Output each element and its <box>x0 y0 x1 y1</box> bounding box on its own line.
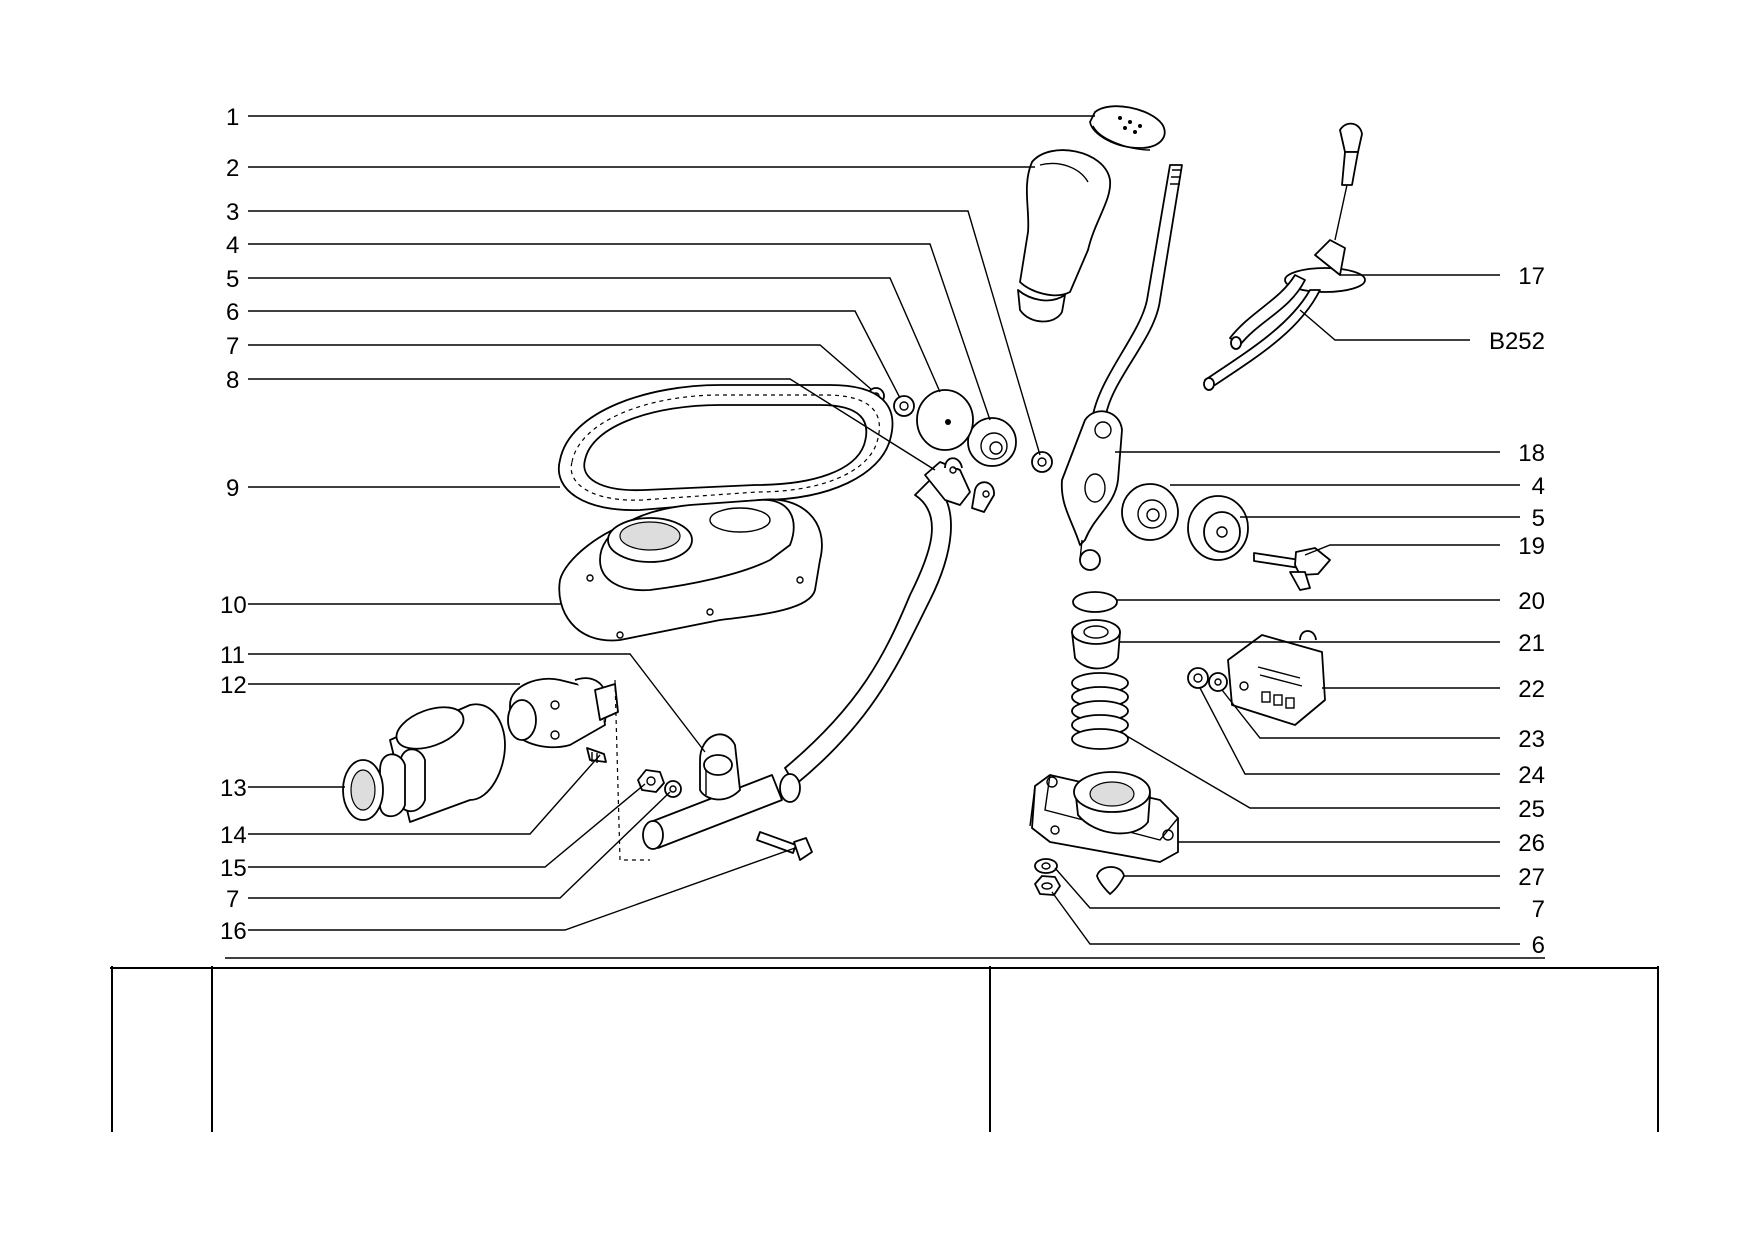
callout-label: 22 <box>1518 676 1545 703</box>
part-24-washer <box>1187 667 1209 689</box>
callout-label: 21 <box>1518 630 1545 657</box>
callout-label: 3 <box>226 199 239 226</box>
callout-label: 17 <box>1518 263 1545 290</box>
callout-label: 26 <box>1518 830 1545 857</box>
part-11-clamp <box>699 733 741 801</box>
callout-label: 9 <box>226 475 239 502</box>
callout-label: 18 <box>1518 440 1545 467</box>
part-1-knob-cap <box>1089 105 1166 151</box>
part-4-bushing-left <box>967 417 1017 467</box>
part-8-selector-rod <box>784 457 995 786</box>
part-12-coupling <box>507 677 619 749</box>
callout-label: 7 <box>226 886 239 913</box>
part-22-gate-plate <box>1227 630 1326 726</box>
callout-label: 4 <box>226 232 239 259</box>
callout-label: 6 <box>1532 932 1545 959</box>
callout-label: 8 <box>226 367 239 394</box>
callout-label: 4 <box>1532 473 1545 500</box>
callout-label: 6 <box>226 299 239 326</box>
part-25-spring <box>1071 672 1129 750</box>
leader-lines <box>248 115 1520 945</box>
left-callout-labels: 1 2 3 4 5 6 7 8 9 10 11 12 13 14 15 7 16 <box>220 104 247 945</box>
callout-label: 7 <box>226 333 239 360</box>
part-15-nut <box>637 769 665 793</box>
callout-label: 2 <box>226 155 239 182</box>
parts-table-frame <box>110 966 1659 1132</box>
part-17-cable-assembly <box>1203 122 1366 391</box>
part-7-washer-bottom <box>1034 858 1058 874</box>
callout-label: 16 <box>220 918 247 945</box>
callout-label: 13 <box>220 775 247 802</box>
right-callout-labels: 17 B252 18 4 5 19 20 21 22 23 24 25 26 2… <box>1489 263 1545 959</box>
part-20-circlip <box>1072 591 1118 613</box>
callout-label: 11 <box>220 642 245 669</box>
callout-label: 25 <box>1518 796 1545 823</box>
callout-label: B252 <box>1489 328 1545 355</box>
part-21-collar <box>1071 619 1121 670</box>
callout-label: 12 <box>220 672 247 699</box>
part-4-bushing-right <box>1121 483 1179 541</box>
part-6-nut-left <box>893 395 915 417</box>
callout-label: 5 <box>226 266 239 293</box>
callout-label: 14 <box>220 822 247 849</box>
callout-label: 5 <box>1532 505 1545 532</box>
part-23-nut <box>1208 672 1228 692</box>
callout-label: 19 <box>1518 533 1545 560</box>
callout-label: 10 <box>220 592 247 619</box>
part-18-lever-bracket <box>1060 410 1123 571</box>
part-3-small-nut <box>1031 451 1053 473</box>
callout-label: 27 <box>1518 864 1545 891</box>
part-14-screw <box>586 747 607 763</box>
callout-label: 23 <box>1518 726 1545 753</box>
part-13-bellow <box>342 703 506 823</box>
callout-label: 15 <box>220 855 247 882</box>
part-10-rubber-boot <box>558 498 823 642</box>
part-26-base-housing <box>1029 771 1179 863</box>
part-19-fork-bolt <box>1253 547 1331 591</box>
part-5-pulley-right <box>1187 495 1249 561</box>
part-5-disc-left <box>916 389 974 451</box>
part-9-gasket-ring <box>557 384 894 511</box>
callout-label: 1 <box>226 104 239 131</box>
callout-label: 7 <box>1532 896 1545 923</box>
part-16-bolt <box>756 831 813 861</box>
callout-label: 20 <box>1518 588 1545 615</box>
connecting-tube <box>642 773 801 850</box>
part-2-gear-knob <box>1017 149 1111 323</box>
callout-label: 24 <box>1518 762 1545 789</box>
part-27-plug <box>1096 866 1125 895</box>
part-6-nut-bottom <box>1034 875 1061 896</box>
